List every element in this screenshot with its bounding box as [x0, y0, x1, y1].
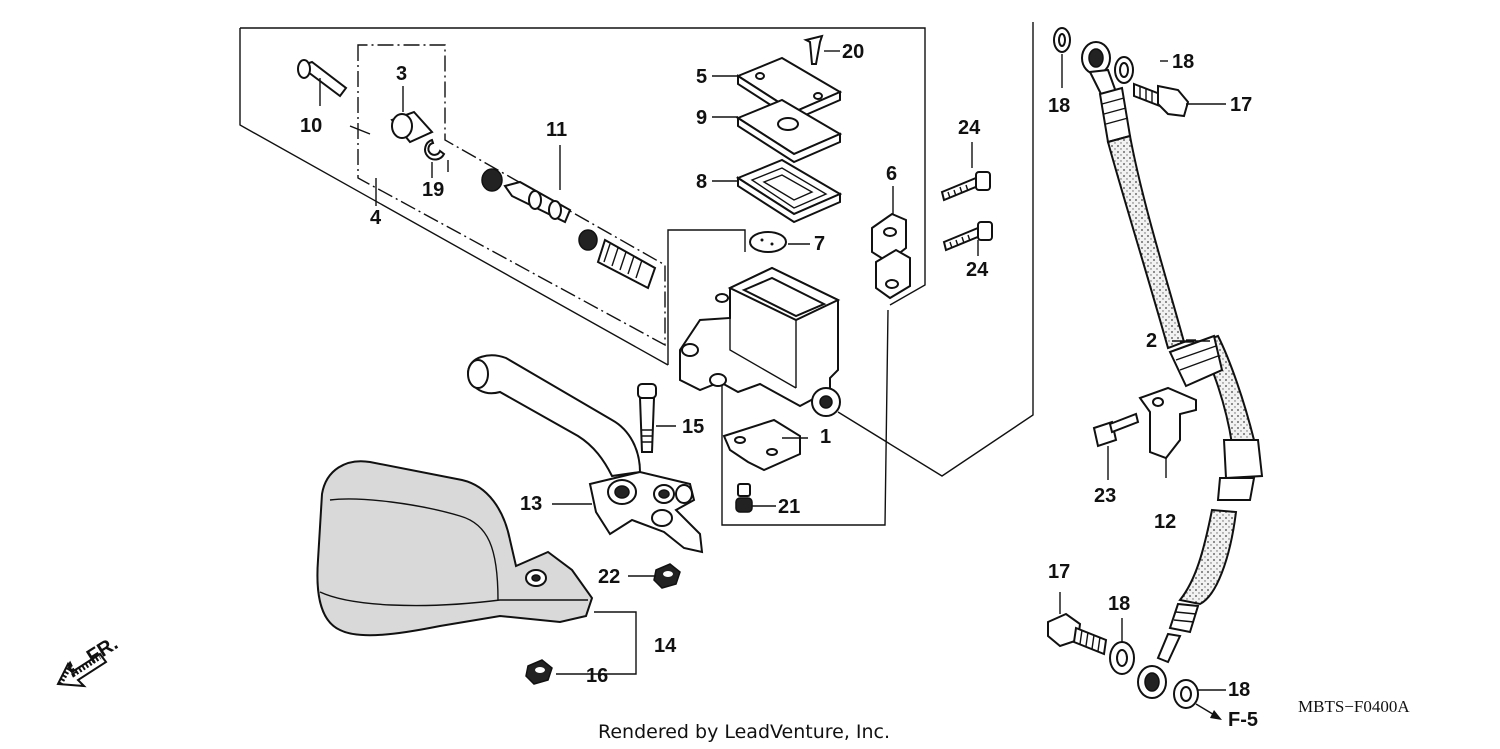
- part-14-callout-lines: [556, 611, 637, 675]
- part-label-15: 15: [682, 416, 704, 438]
- master-cylinder-body: [679, 266, 841, 417]
- part-label-3: 3: [396, 63, 407, 85]
- part-label-10: 10: [300, 115, 322, 137]
- ref-arrow-icon: [1195, 703, 1222, 720]
- ref-label-f5: F-5: [1228, 709, 1258, 731]
- part-label-17-top: 17: [1230, 94, 1252, 116]
- part-label-24-lower: 24: [966, 259, 989, 281]
- boot-7: [749, 231, 787, 253]
- part-label-20: 20: [842, 41, 864, 63]
- part-label-18-bottom: 18: [1228, 679, 1250, 701]
- bolt-17-bottom: [1047, 592, 1108, 656]
- part-label-11: 11: [546, 119, 567, 141]
- part-label-23: 23: [1094, 485, 1116, 507]
- screw-20: [803, 34, 824, 65]
- circlip-19: [424, 138, 446, 178]
- part-label-8: 8: [696, 171, 707, 193]
- part-label-17-bottom: 17: [1048, 561, 1070, 583]
- part-label-9: 9: [696, 107, 707, 129]
- screw-21: [735, 483, 753, 513]
- nut-16: [525, 659, 553, 685]
- part-label-13: 13: [520, 493, 542, 515]
- part-label-22: 22: [598, 566, 620, 588]
- part-label-6: 6: [886, 163, 897, 185]
- part-label-12: 12: [1154, 511, 1176, 533]
- part-label-1: 1: [820, 426, 831, 448]
- part-label-21: 21: [778, 496, 800, 518]
- nut-22: [653, 563, 681, 589]
- part-label-24-upper: 24: [958, 117, 981, 139]
- part-label-16: 16: [586, 665, 608, 687]
- bolt-17-top: [1133, 82, 1190, 118]
- washer-18-bottom: [1173, 679, 1199, 709]
- brake-hose-2: [1053, 27, 1264, 699]
- part-label-18-top-right: 18: [1172, 51, 1194, 73]
- part-label-5: 5: [696, 66, 707, 88]
- assembly-outline-lines: [239, 22, 1034, 526]
- part-label-18-top-left: 18: [1048, 95, 1070, 117]
- diagram-code: MBTS−F0400A: [1298, 697, 1410, 716]
- dust-boot-3: [390, 86, 434, 144]
- leader-lines: [375, 50, 1226, 691]
- front-direction-arrow-icon: [56, 652, 108, 688]
- bolt-24-upper: [940, 142, 991, 202]
- part-label-7: 7: [814, 233, 825, 255]
- brake-lever: [466, 354, 642, 478]
- part-label-14: 14: [654, 635, 677, 657]
- part-label-2: 2: [1146, 330, 1157, 352]
- holder-6: [871, 212, 911, 300]
- plate-9: [735, 98, 843, 164]
- hand-guard-14: [316, 460, 594, 637]
- part-label-4: 4: [370, 207, 382, 229]
- bolt-24-lower: [942, 221, 993, 256]
- credit-text: Rendered by LeadVenture, Inc.: [598, 721, 890, 743]
- pivot-bolt-10: [297, 59, 348, 106]
- switch-1: [722, 418, 801, 472]
- knuckle-guard-13: [588, 470, 704, 554]
- washer-18-top: [1114, 56, 1134, 84]
- diaphragm-8: [735, 158, 843, 224]
- pivot-bolt-15: [637, 383, 657, 453]
- part-label-18-lower: 18: [1108, 593, 1130, 615]
- part-label-19: 19: [422, 179, 444, 201]
- clamp-12: [1138, 386, 1197, 478]
- bolt-23: [1092, 412, 1140, 480]
- piston-set-11: [481, 145, 657, 290]
- washer-18-lower-left: [1109, 641, 1135, 675]
